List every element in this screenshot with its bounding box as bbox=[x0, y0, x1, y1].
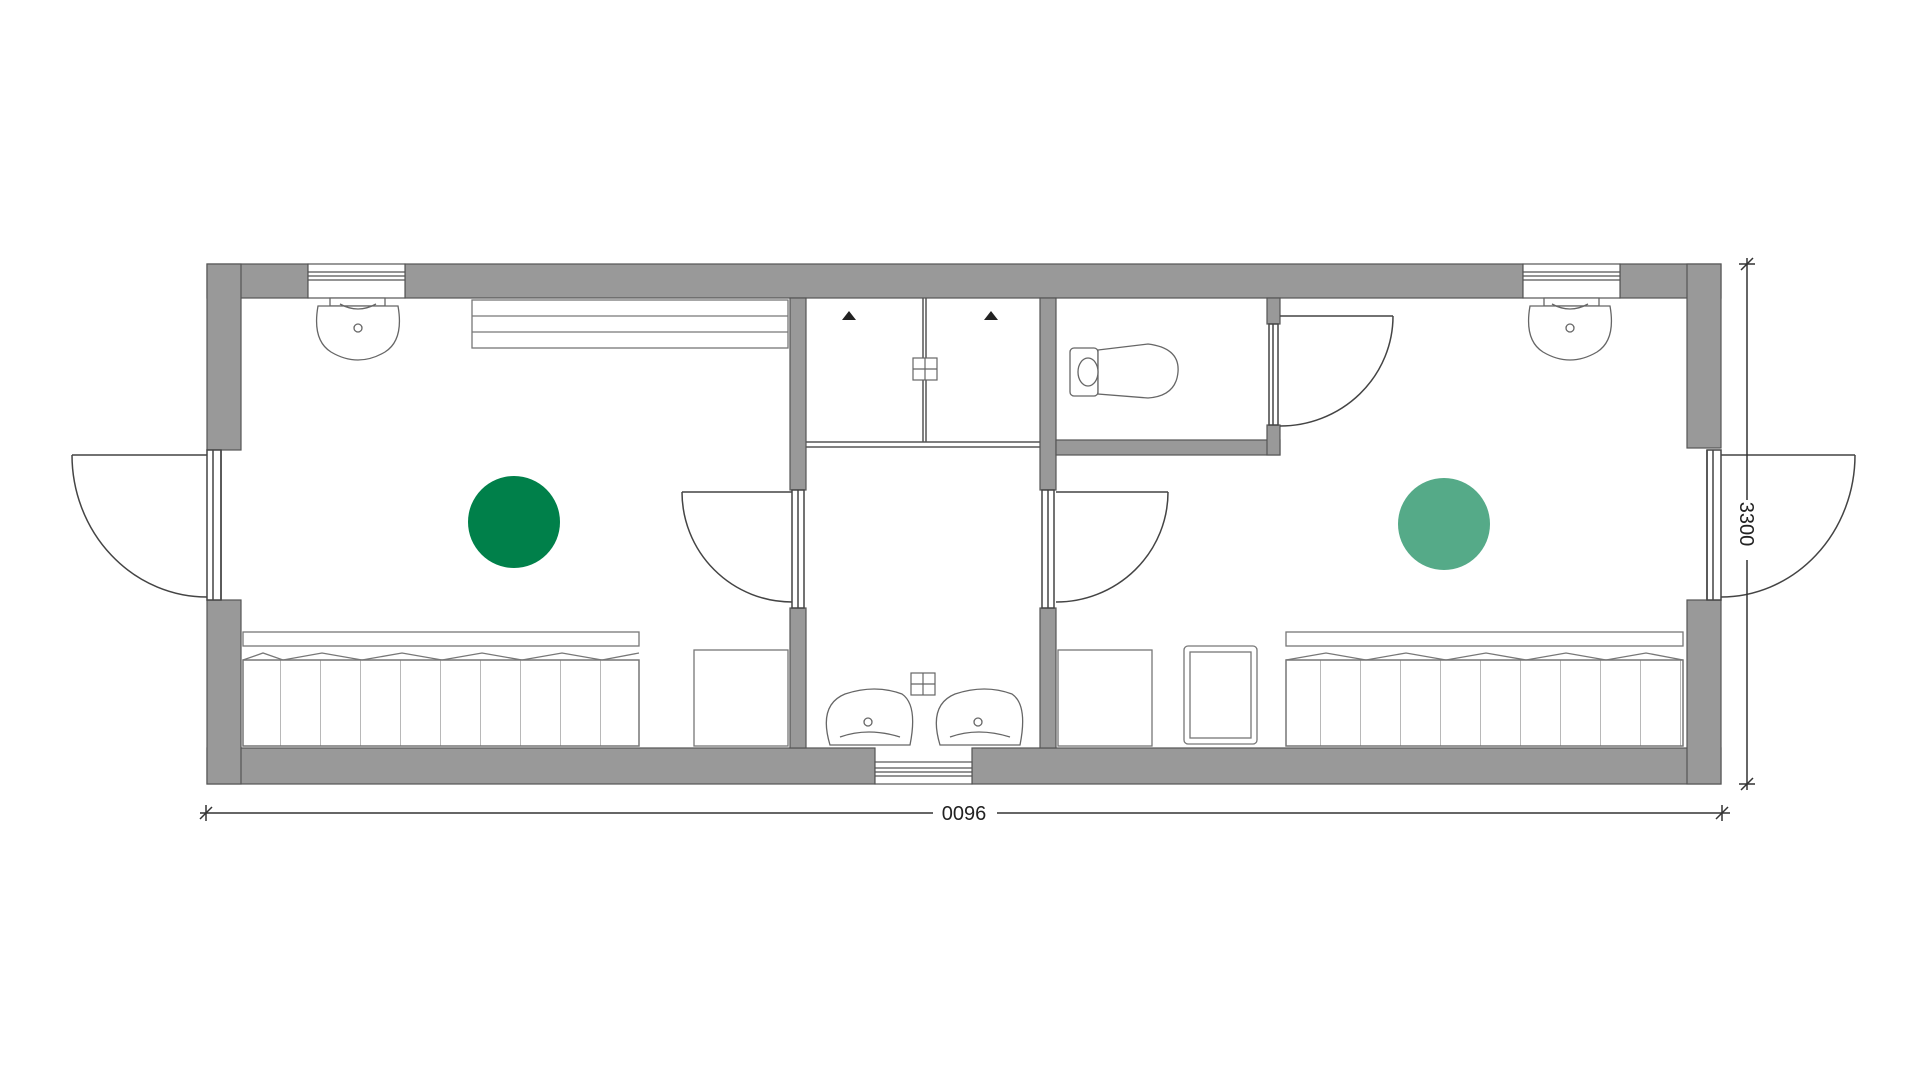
dimension-width-label: 0096 bbox=[942, 803, 987, 825]
door-wc bbox=[1268, 315, 1394, 427]
sink-top-left bbox=[315, 297, 401, 361]
sink-top-right bbox=[1527, 297, 1613, 361]
cabinet-left bbox=[693, 649, 789, 747]
door-right-exterior bbox=[1706, 449, 1856, 601]
door-right-interior bbox=[1041, 489, 1169, 609]
locker-bench-right bbox=[1285, 631, 1684, 747]
exterior-walls bbox=[206, 263, 1722, 785]
shower-controls bbox=[910, 357, 938, 696]
dimension-width bbox=[199, 805, 1730, 821]
bench-top-left bbox=[471, 299, 789, 349]
washbasins-bottom bbox=[825, 688, 1024, 746]
window-top-right bbox=[1522, 263, 1621, 299]
cabinet-right-small bbox=[1183, 645, 1258, 745]
interior-walls bbox=[789, 297, 1281, 749]
room-marker-light bbox=[1398, 478, 1490, 570]
dimension-height bbox=[1739, 257, 1755, 791]
door-left-exterior bbox=[71, 449, 222, 601]
door-left-interior bbox=[681, 489, 805, 609]
cabinet-right bbox=[1057, 649, 1153, 747]
shower-drain-icons bbox=[842, 311, 998, 320]
room-marker-dark bbox=[468, 476, 560, 568]
toilet bbox=[1069, 343, 1179, 399]
window-bottom bbox=[874, 761, 973, 785]
locker-bench-left bbox=[242, 631, 640, 747]
window-top-left bbox=[307, 263, 406, 299]
dimension-height-label: 3300 bbox=[1735, 502, 1757, 547]
